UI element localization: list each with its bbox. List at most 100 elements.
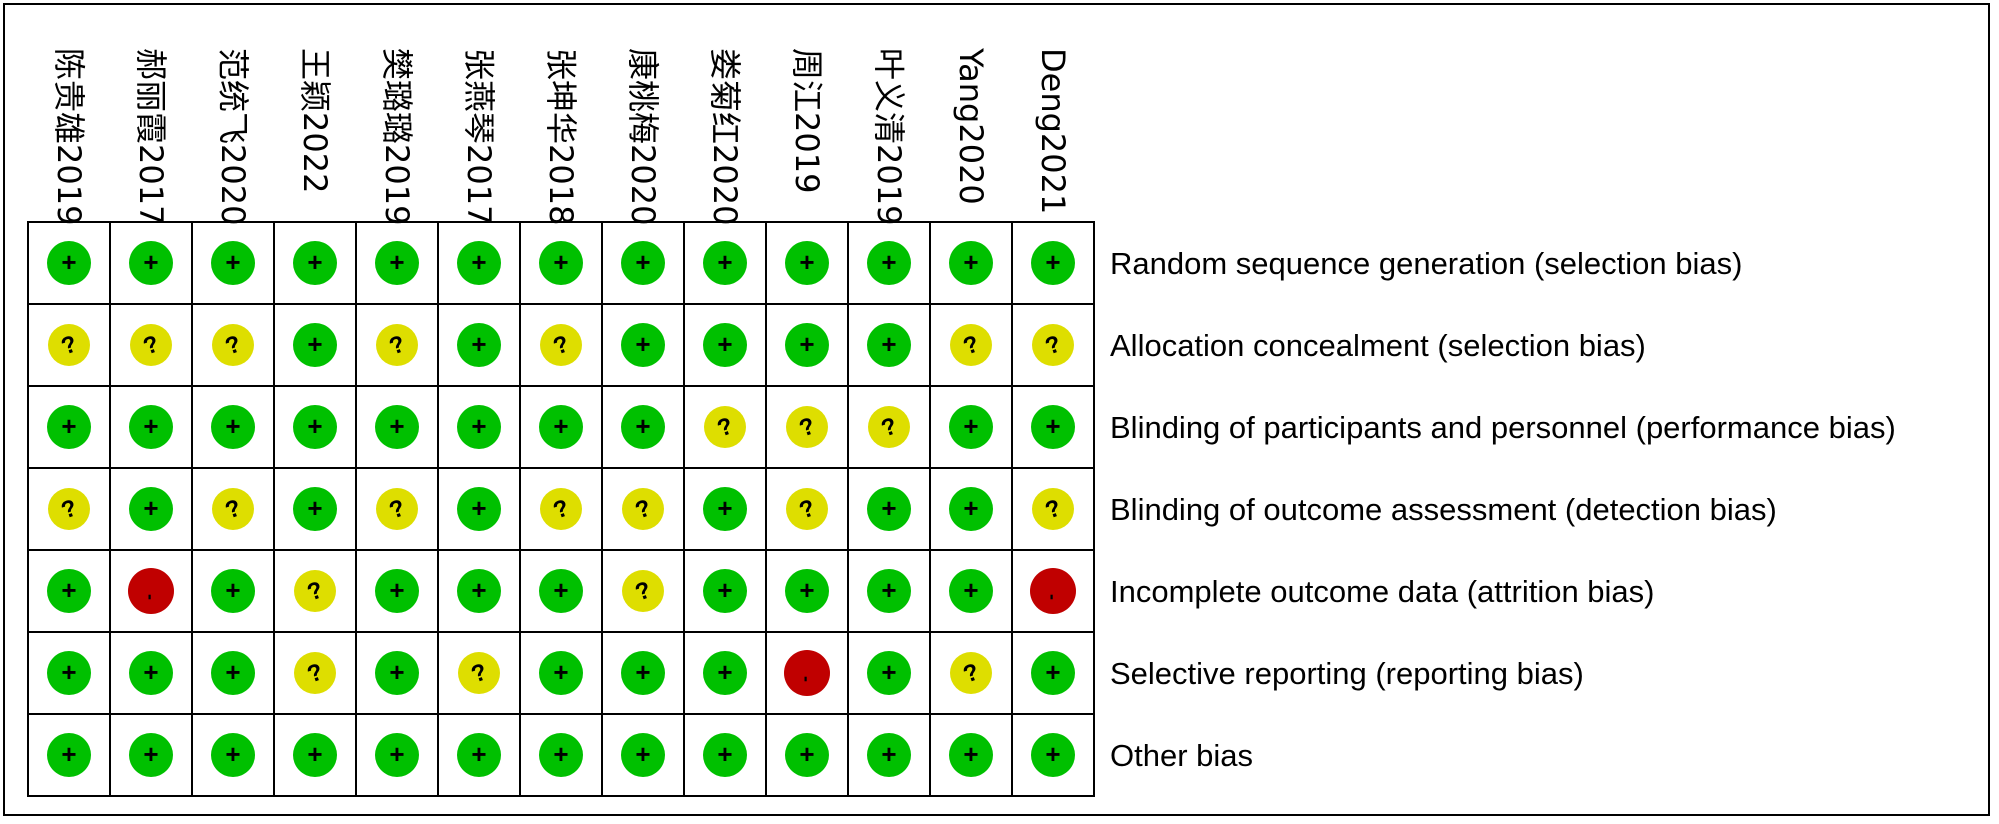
judgement-symbol: +	[635, 739, 650, 769]
judgement-circle	[703, 733, 747, 777]
judgement-mark-low: +	[539, 569, 583, 613]
judgement-mark-low: +	[47, 651, 91, 695]
judgement-circle	[867, 569, 911, 613]
judgement-symbol: +	[881, 657, 896, 687]
judgement-mark-low: +	[293, 487, 337, 531]
judgement-symbol: +	[143, 739, 158, 769]
judgement-circle	[47, 733, 91, 777]
judgement-circle	[540, 324, 582, 366]
judgement-mark-low: +	[703, 733, 747, 777]
judgement-circle	[1032, 488, 1074, 530]
judgement-circle	[376, 488, 418, 530]
judgement-mark-low: +	[211, 241, 255, 285]
judgement-mark-unclear: ?	[786, 488, 828, 530]
judgement-circle	[129, 241, 173, 285]
judgement-symbol: +	[963, 493, 978, 523]
judgement-circle	[212, 324, 254, 366]
judgement-symbol: +	[553, 247, 568, 277]
judgement-mark-low: +	[375, 405, 419, 449]
judgement-symbol: +	[717, 493, 732, 523]
judgement-symbol: +	[799, 329, 814, 359]
judgement-mark-low: +	[47, 733, 91, 777]
judgement-mark-low: +	[375, 651, 419, 695]
judgement-mark-unclear: ?	[212, 324, 254, 366]
judgement-symbol: +	[881, 493, 896, 523]
judgement-circle	[867, 241, 911, 285]
judgement-symbol: +	[389, 657, 404, 687]
judgement-mark-low: +	[785, 569, 829, 613]
judgement-circle	[540, 488, 582, 530]
judgement-mark-unclear: ?	[704, 406, 746, 448]
judgement-circle	[785, 241, 829, 285]
judgement-symbol: +	[553, 411, 568, 441]
judgement-symbol: +	[881, 575, 896, 605]
judgement-mark-low: +	[867, 733, 911, 777]
judgement-circle	[129, 405, 173, 449]
judgement-mark-unclear: ?	[48, 324, 90, 366]
judgement-symbol: +	[471, 575, 486, 605]
judgement-circle	[1030, 568, 1076, 614]
judgement-mark-low: +	[867, 323, 911, 367]
judgement-mark-low: +	[211, 651, 255, 695]
judgement-symbol: +	[225, 411, 240, 441]
judgement-mark-unclear: ?	[622, 488, 664, 530]
study-label: 娄菊红2020	[706, 48, 744, 225]
judgement-circle	[1031, 651, 1075, 695]
judgement-symbol: +	[389, 739, 404, 769]
judgement-mark-low: +	[949, 733, 993, 777]
judgement-mark-low: +	[949, 569, 993, 613]
judgement-mark-low: +	[867, 241, 911, 285]
judgement-circle	[539, 651, 583, 695]
judgement-symbol: -	[797, 676, 817, 682]
judgement-circle	[785, 323, 829, 367]
judgement-mark-low: +	[621, 323, 665, 367]
judgement-mark-low: +	[129, 487, 173, 531]
judgement-circle	[129, 733, 173, 777]
study-label: 张燕琴2017	[460, 48, 498, 225]
judgement-circle	[458, 652, 500, 694]
judgement-circle	[703, 569, 747, 613]
judgement-mark-low: +	[457, 405, 501, 449]
judgement-symbol: +	[307, 411, 322, 441]
domain-labels: Random sequence generation (selection bi…	[1110, 246, 1896, 773]
judgement-circle	[293, 733, 337, 777]
judgement-circle	[211, 241, 255, 285]
domain-label: Blinding of outcome assessment (detectio…	[1110, 492, 1777, 527]
judgement-symbol: +	[635, 329, 650, 359]
domain-label: Incomplete outcome data (attrition bias)	[1110, 574, 1655, 609]
judgement-mark-unclear: ?	[212, 488, 254, 530]
judgement-circle	[785, 569, 829, 613]
judgement-symbol: +	[963, 575, 978, 605]
judgement-symbol: +	[143, 493, 158, 523]
judgement-mark-low: +	[949, 405, 993, 449]
judgement-mark-low: +	[703, 651, 747, 695]
judgement-circle	[129, 651, 173, 695]
judgement-circle	[621, 651, 665, 695]
judgement-circle	[867, 733, 911, 777]
judgement-mark-low: +	[785, 323, 829, 367]
study-label: Deng2021	[1034, 48, 1072, 214]
judgement-circle	[48, 488, 90, 530]
judgement-mark-low: +	[211, 733, 255, 777]
judgement-mark-low: +	[211, 405, 255, 449]
judgement-circle	[294, 570, 336, 612]
judgement-symbol: +	[1045, 411, 1060, 441]
judgement-mark-low: +	[539, 733, 583, 777]
judgement-mark-low: +	[949, 487, 993, 531]
judgement-circle	[48, 324, 90, 366]
judgement-mark-low: +	[375, 733, 419, 777]
judgement-mark-unclear: ?	[540, 324, 582, 366]
judgement-mark-low: +	[703, 323, 747, 367]
grid-border	[27, 221, 1095, 797]
judgement-mark-low: +	[1031, 733, 1075, 777]
judgement-circle	[950, 652, 992, 694]
judgement-symbol: +	[717, 575, 732, 605]
judgement-circle	[703, 487, 747, 531]
judgement-mark-low: +	[375, 241, 419, 285]
study-label: 叶义清2019	[870, 48, 908, 225]
study-label: 周江2019	[788, 48, 826, 193]
judgement-mark-unclear: ?	[540, 488, 582, 530]
judgement-circle	[457, 733, 501, 777]
study-label: 樊璐璐2019	[378, 48, 416, 225]
judgement-mark-unclear: ?	[950, 652, 992, 694]
